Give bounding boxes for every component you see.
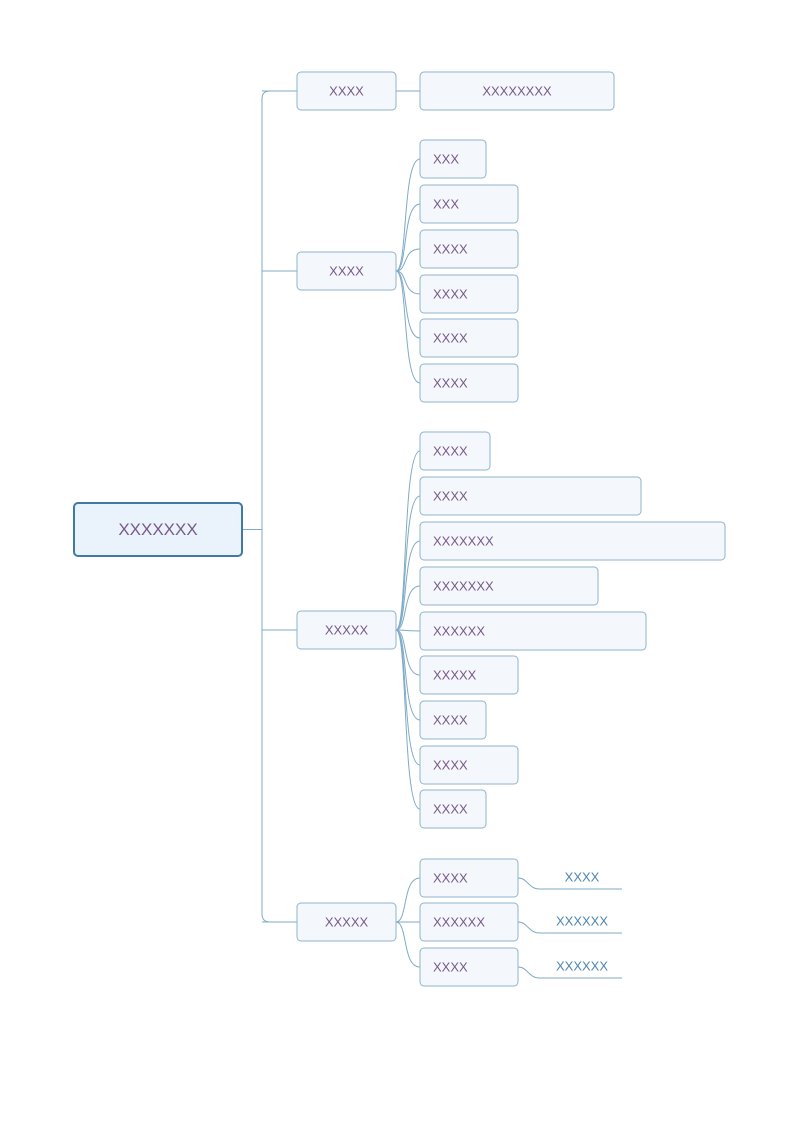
leaf-node-4-3-label: XXXX	[433, 959, 468, 974]
leaf-node-3-9-box	[419, 789, 487, 829]
leaf-node-3-5-label: XXXXXX	[433, 623, 485, 638]
leaf-node-2-2[interactable]: XXX	[419, 184, 519, 224]
leaf-node-2-1-box	[419, 139, 487, 179]
leaf-node-4-2[interactable]: XXXXXX	[419, 902, 519, 942]
leaf-connector-3-3	[395, 540, 421, 631]
leaf-node-3-8-box	[419, 745, 519, 785]
leaf-node-3-3-box	[419, 521, 726, 561]
leaf-node-3-9[interactable]: XXXX	[419, 789, 487, 829]
leaf-node-3-2-label: XXXX	[433, 488, 468, 503]
leaf-node-3-1-label: XXXX	[433, 443, 468, 458]
trunk-line	[261, 90, 271, 923]
leaf-node-4-1[interactable]: XXXX	[419, 858, 519, 898]
leaf-node-2-2-box	[419, 184, 519, 224]
leaf-node-3-8[interactable]: XXXX	[419, 745, 519, 785]
subtopic-label-3[interactable]: XXXXXX	[556, 958, 608, 973]
branch-node-4[interactable]: XXXXX	[296, 902, 397, 942]
leaf-node-2-5-box	[419, 318, 519, 358]
leaf-connector-2-6	[395, 270, 421, 384]
root-node-box	[73, 502, 243, 557]
leaf-node-2-3-label: XXXX	[433, 241, 468, 256]
leaf-node-4-3[interactable]: XXXX	[419, 947, 519, 987]
branch-node-1-box	[296, 71, 397, 111]
leaf-node-4-1-label: XXXX	[433, 870, 468, 885]
leaf-connector-4-3	[395, 921, 421, 968]
leaf-connector-3-7	[395, 629, 421, 721]
leaf-node-2-5-label: XXXX	[433, 330, 468, 345]
subtopic-underline-2	[517, 921, 622, 934]
leaf-node-3-4-box	[419, 566, 599, 606]
branch-node-3-label: XXXXX	[325, 622, 369, 637]
leaf-node-1-1-box	[419, 71, 615, 111]
leaf-node-3-3-label: XXXXXXX	[433, 533, 494, 548]
leaf-node-2-4[interactable]: XXXX	[419, 274, 519, 314]
root-node[interactable]: XXXXXXX	[73, 502, 243, 557]
leaf-connector-3-9	[395, 629, 421, 810]
leaf-node-2-4-label: XXXX	[433, 286, 468, 301]
branch-node-3[interactable]: XXXXX	[296, 610, 397, 650]
leaf-connector-3-8	[395, 629, 421, 766]
leaf-node-2-1-label: XXX	[433, 151, 459, 166]
leaf-node-3-3[interactable]: XXXXXXX	[419, 521, 726, 561]
leaf-node-3-7-box	[419, 700, 487, 740]
subtopic-label-2[interactable]: XXXXXX	[556, 913, 608, 928]
branch-node-1-label: XXXX	[329, 83, 364, 98]
subtopic-underline-1	[517, 877, 622, 890]
leaf-node-4-2-label: XXXXXX	[433, 914, 485, 929]
branch-node-4-box	[296, 902, 397, 942]
leaf-node-2-3-box	[419, 229, 519, 269]
leaf-node-2-6-label: XXXX	[433, 375, 468, 390]
root-node-label: XXXXXXX	[118, 520, 197, 539]
leaf-connector-2-3	[395, 248, 421, 272]
leaf-node-3-5[interactable]: XXXXXX	[419, 611, 647, 651]
branch-node-2-label: XXXX	[329, 263, 364, 278]
leaf-connector-2-5	[395, 270, 421, 339]
leaf-node-2-1[interactable]: XXX	[419, 139, 487, 179]
leaf-node-1-1[interactable]: XXXXXXXX	[419, 71, 615, 111]
leaf-node-3-5-box	[419, 611, 647, 651]
subtopic-underline-3	[517, 966, 622, 979]
leaf-node-3-1-box	[419, 431, 491, 471]
leaf-node-4-2-box	[419, 902, 519, 942]
leaf-node-2-6[interactable]: XXXX	[419, 363, 519, 403]
leaf-node-2-2-label: XXX	[433, 196, 459, 211]
leaf-node-4-1-box	[419, 858, 519, 898]
leaf-node-3-6-box	[419, 655, 519, 695]
leaf-node-3-6[interactable]: XXXXX	[419, 655, 519, 695]
leaf-connector-4-1	[395, 877, 421, 923]
leaf-node-2-3[interactable]: XXXX	[419, 229, 519, 269]
leaf-node-1-1-label: XXXXXXXX	[482, 83, 552, 98]
leaf-node-4-3-box	[419, 947, 519, 987]
leaf-node-2-4-box	[419, 274, 519, 314]
branch-node-3-box	[296, 610, 397, 650]
subtopic-label-1[interactable]: XXXX	[565, 869, 600, 884]
leaf-node-3-7[interactable]: XXXX	[419, 700, 487, 740]
branch-node-2-box	[296, 251, 397, 291]
leaf-connector-3-5	[395, 629, 421, 632]
leaf-node-3-1[interactable]: XXXX	[419, 431, 491, 471]
leaf-connector-2-2	[395, 203, 421, 272]
leaf-connector-3-2	[395, 495, 421, 631]
leaf-connector-3-4	[395, 585, 421, 631]
leaf-node-3-8-label: XXXX	[433, 757, 468, 772]
leaf-node-3-4-label: XXXXXXX	[433, 578, 494, 593]
leaf-node-2-5[interactable]: XXXX	[419, 318, 519, 358]
leaf-node-2-6-box	[419, 363, 519, 403]
leaf-node-3-9-label: XXXX	[433, 801, 468, 816]
leaf-node-3-2-box	[419, 476, 642, 516]
leaf-connector-3-1	[395, 450, 421, 631]
leaf-node-3-2[interactable]: XXXX	[419, 476, 642, 516]
branch-node-2[interactable]: XXXX	[296, 251, 397, 291]
leaf-node-3-6-label: XXXXX	[433, 667, 477, 682]
branch-node-4-label: XXXXX	[325, 914, 369, 929]
leaf-node-3-7-label: XXXX	[433, 712, 468, 727]
leaf-node-3-4[interactable]: XXXXXXX	[419, 566, 599, 606]
branch-node-1[interactable]: XXXX	[296, 71, 397, 111]
leaf-connector-2-1	[395, 158, 421, 272]
connector-lines	[242, 90, 622, 979]
